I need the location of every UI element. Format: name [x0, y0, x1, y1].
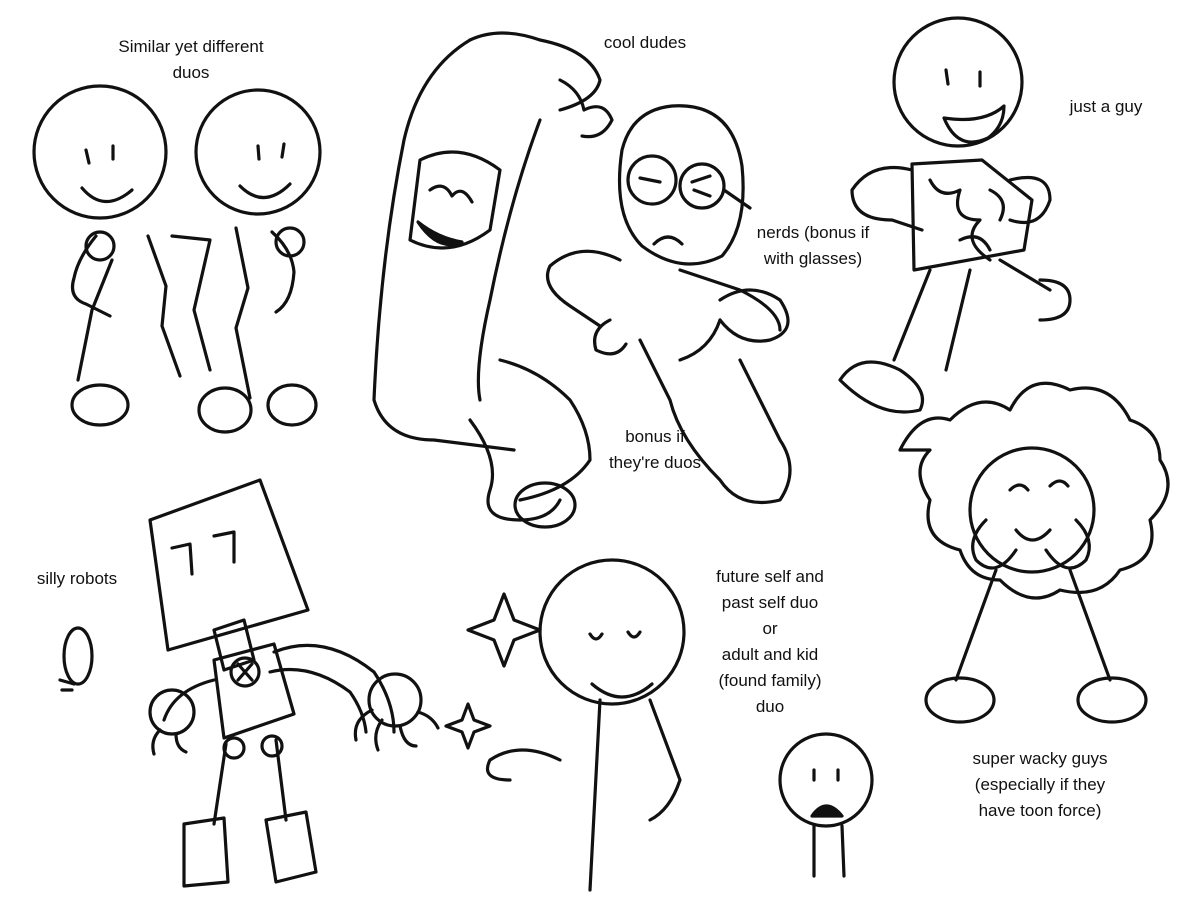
caption-just-a-guy: just a guy: [1069, 97, 1143, 116]
caption-bonus-duos: bonus if they're duos: [608, 427, 702, 472]
caption-wacky-guys: super wacky guys (especially if they hav…: [972, 749, 1108, 820]
wacky-guy-drawing: [898, 381, 1170, 724]
caption-future-self: future self and past self duo or adult a…: [716, 567, 824, 716]
nerd-drawing: [545, 104, 792, 505]
caption-duos: Similar yet different duos: [118, 37, 264, 82]
caption-silly-robots: silly robots: [36, 569, 118, 588]
cool-dude-drawing: [372, 31, 614, 529]
duo-drawing: [32, 84, 322, 434]
just-a-guy-drawing: [838, 16, 1072, 414]
future-self-drawing: [444, 558, 874, 892]
caption-cool-dudes: cool dudes: [603, 33, 687, 52]
caption-nerds: nerds (bonus if with glasses): [756, 223, 870, 268]
silly-robot-drawing: [58, 478, 440, 888]
